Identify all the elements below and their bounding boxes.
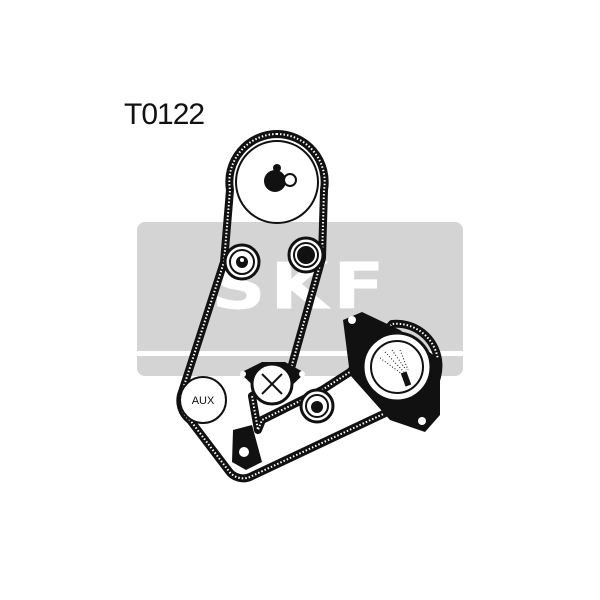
aux-pulley: AUX bbox=[179, 376, 227, 424]
idler-pulley-right bbox=[287, 236, 325, 274]
aux-label: AUX bbox=[192, 395, 215, 407]
idler-pulley-lower bbox=[299, 388, 335, 424]
belt-tensioner bbox=[343, 312, 440, 432]
idler-pulley-left bbox=[223, 243, 261, 281]
camshaft-pulley bbox=[235, 140, 319, 224]
crankshaft-pulley bbox=[232, 425, 262, 470]
part-number-title: T0122 bbox=[124, 98, 205, 131]
water-pump bbox=[240, 362, 305, 406]
